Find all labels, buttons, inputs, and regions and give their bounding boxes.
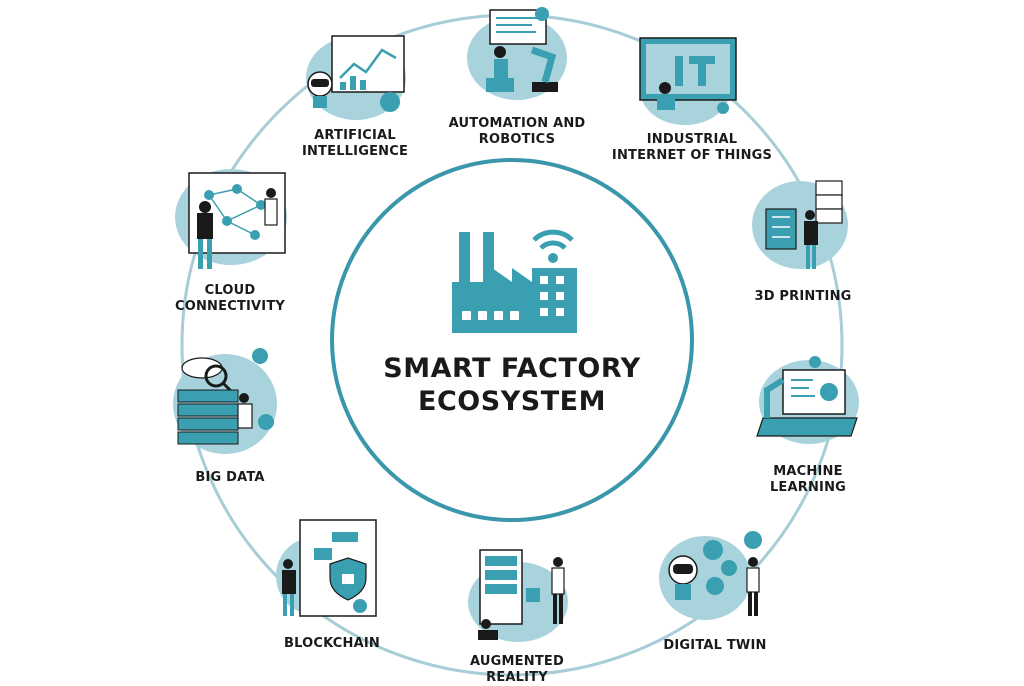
node-label-line1: DIGITAL TWIN [663, 638, 767, 653]
blockchain-illustration [276, 519, 377, 617]
node-label-industrial-internet-of-things: INDUSTRIAL INTERNET OF THINGS [602, 132, 782, 164]
node-label-line2: ROBOTICS [478, 132, 556, 147]
digital-twin-illustration [659, 531, 762, 620]
center-title-line2: ECOSYSTEM [418, 386, 606, 417]
ai-robot-illustration [306, 35, 406, 120]
node-label-line1: ARTIFICIAL [314, 128, 396, 143]
node-label-line1: MACHINE [773, 464, 843, 479]
center-title-line1: SMART FACTORY [383, 353, 641, 384]
3d-printer-illustration [752, 180, 848, 269]
node-label-line1: AUTOMATION AND [448, 116, 586, 131]
smart-factory-wifi-icon [452, 229, 577, 333]
augmented-reality-illustration [468, 549, 568, 642]
node-label-line2: CONNECTIVITY [174, 299, 286, 314]
node-label-big-data: BIG DATA [140, 470, 320, 486]
node-label-machine-learning: MACHINE LEARNING [718, 464, 898, 496]
node-label-line1: 3D PRINTING [754, 289, 852, 304]
node-label-line2: INTERNET OF THINGS [611, 148, 773, 163]
node-label-line2: LEARNING [769, 480, 847, 495]
node-label-line1: CLOUD [204, 283, 256, 298]
node-label-3d-printing: 3D PRINTING [713, 289, 893, 305]
node-label-automation-and-robotics: AUTOMATION AND ROBOTICS [427, 116, 607, 148]
node-label-line1: INDUSTRIAL [646, 132, 738, 147]
cloud-connectivity-illustration [175, 169, 287, 269]
node-label-line2: INTELLIGENCE [301, 144, 409, 159]
node-label-blockchain: BLOCKCHAIN [242, 636, 422, 652]
machine-learning-illustration [756, 356, 859, 444]
node-label-cloud-connectivity: CLOUD CONNECTIVITY [140, 283, 320, 315]
big-data-illustration [173, 348, 277, 454]
node-label-digital-twin: DIGITAL TWIN [625, 638, 805, 654]
iiot-illustration [639, 37, 737, 125]
node-label-artificial-intelligence: ARTIFICIAL INTELLIGENCE [265, 128, 445, 160]
node-label-line1: BLOCKCHAIN [283, 636, 380, 651]
center-circle-ring [330, 158, 694, 522]
node-label-augmented-reality: AUGMENTED REALITY [427, 654, 607, 686]
node-label-line1: AUGMENTED [470, 654, 564, 669]
robot-arm-illustration [467, 7, 567, 100]
center-title: SMART FACTORY ECOSYSTEM [362, 352, 662, 418]
node-label-line2: REALITY [486, 670, 548, 685]
node-label-line1: BIG DATA [195, 470, 265, 485]
